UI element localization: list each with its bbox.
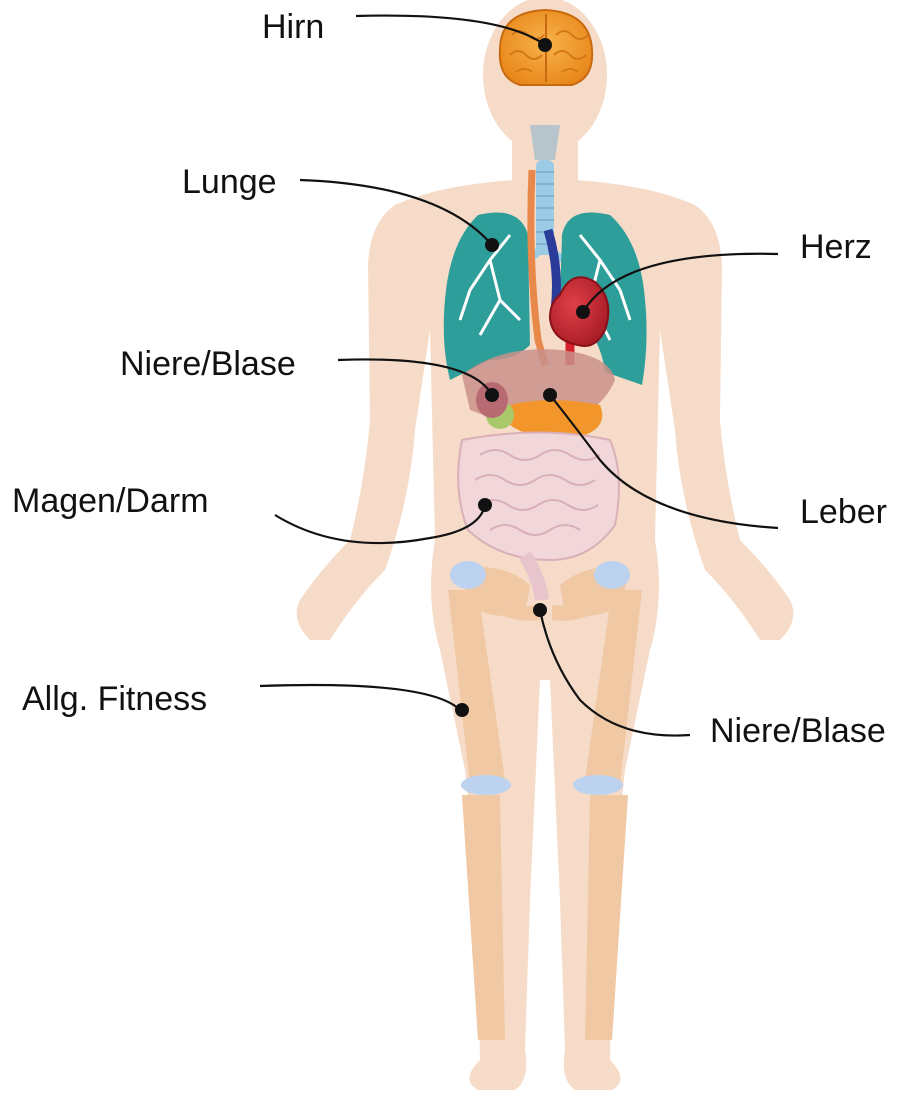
dot-kidney-upper [485, 388, 499, 402]
dot-fitness [455, 703, 469, 717]
label-brain: Hirn [262, 8, 324, 46]
label-heart: Herz [800, 228, 872, 266]
label-fitness: Allg. Fitness [22, 680, 207, 718]
label-lung: Lunge [182, 163, 277, 201]
label-kidney-upper: Niere/Blase [120, 345, 296, 383]
dot-lung [485, 238, 499, 252]
dot-kidney-lower [533, 603, 547, 617]
dot-brain [538, 38, 552, 52]
dot-stomach [478, 498, 492, 512]
label-liver: Leber [800, 493, 887, 531]
leader-fitness [260, 685, 460, 710]
label-stomach: Magen/Darm [12, 482, 209, 520]
dot-heart [576, 305, 590, 319]
dot-liver [543, 388, 557, 402]
label-kidney-lower: Niere/Blase [710, 712, 886, 750]
